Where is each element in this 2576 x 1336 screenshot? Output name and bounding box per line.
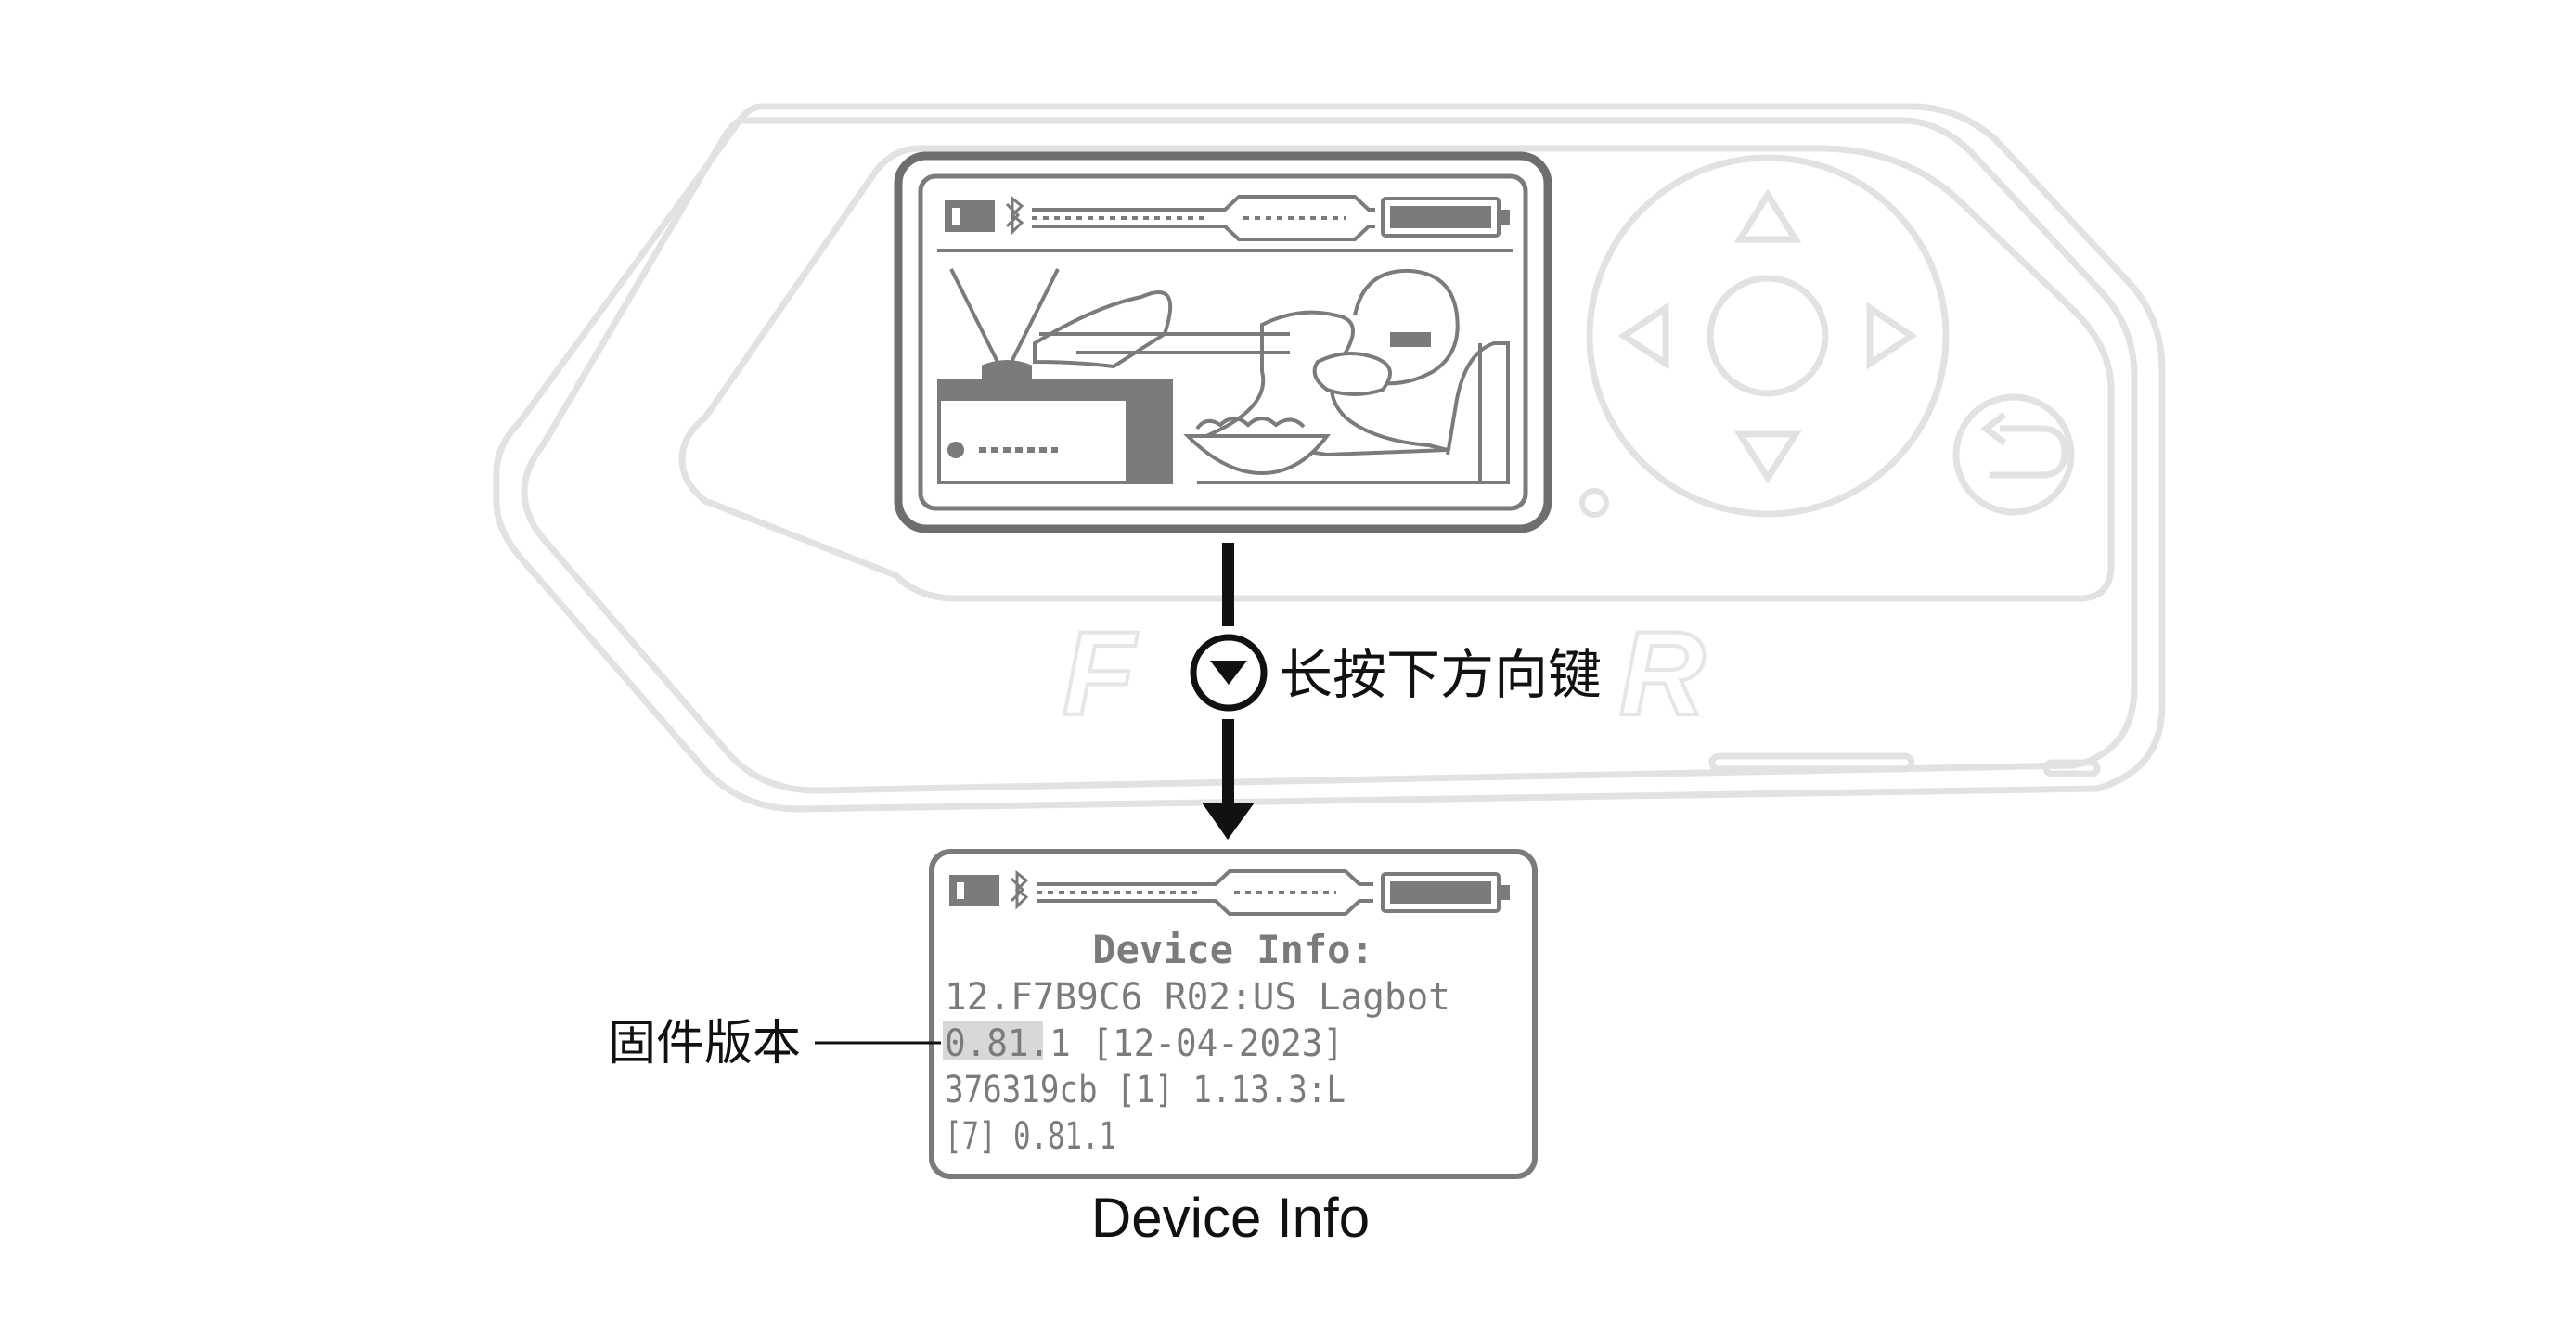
back-button[interactable] (1952, 393, 2075, 516)
side-slot-small (2042, 759, 2101, 777)
ok-button (1707, 275, 1829, 397)
dpad-ring (1586, 154, 1950, 518)
logo-letter-f: F (1063, 608, 1138, 740)
status-led (1579, 488, 1609, 518)
logo-letter-r: R (1619, 608, 1705, 740)
dolphin-body (1199, 310, 1449, 457)
dolphin-tail (1033, 290, 1173, 369)
dpad[interactable] (1586, 154, 1950, 518)
status-bar (945, 195, 1510, 241)
side-slot (1708, 752, 1915, 773)
down-button-badge (1190, 634, 1268, 712)
dolphin-scene (937, 268, 1510, 484)
dolphin-beak (1312, 352, 1392, 396)
right-arrow-icon (1866, 302, 1918, 370)
info-status-bar (949, 869, 1510, 916)
bluetooth-icon (1010, 869, 1029, 910)
flow-arrow (1202, 543, 1255, 840)
info-title: Device Info: (1092, 927, 1373, 972)
screen-bezel-outline (678, 145, 2115, 602)
firmware-callout: 固件版本 (608, 1016, 941, 1072)
caption: Device Info (1091, 1187, 1370, 1249)
up-arrow-icon (1733, 188, 1802, 243)
dolphin-eye (1390, 332, 1431, 347)
device-info-screen: Device Info: 12.F7B9C6 R02:US Lagbot 0.8… (929, 849, 1538, 1179)
arrow-head (1202, 803, 1255, 840)
info-line-3: 376319cb [1] 1.13.3:L (945, 1069, 1346, 1111)
device-body (493, 103, 2166, 813)
dolphin-head (1353, 268, 1460, 386)
down-arrow-icon (1733, 430, 1802, 484)
battery-icon (1381, 197, 1501, 238)
info-line-1: 12.F7B9C6 R02:US Lagbot (945, 976, 1450, 1019)
tv-antenna (949, 268, 1060, 372)
device-logo: F R (1061, 606, 1707, 742)
left-arrow-icon (1617, 302, 1669, 370)
popcorn-bowl (1183, 434, 1332, 476)
info-line-4: [7] 0.81.1 (945, 1115, 1116, 1158)
home-screen (894, 151, 1552, 533)
armchair (1420, 341, 1510, 484)
battery-icon (1381, 872, 1501, 913)
version-highlight (943, 1021, 1043, 1060)
back-arrow-icon (1980, 412, 2068, 479)
callout-label: 固件版本 (608, 1016, 801, 1072)
info-line-2: 0.81.1 [12-04-2023] (945, 1022, 1344, 1065)
bluetooth-icon (1005, 195, 1024, 236)
instruction-label: 长按下方向键 (1279, 643, 1602, 706)
